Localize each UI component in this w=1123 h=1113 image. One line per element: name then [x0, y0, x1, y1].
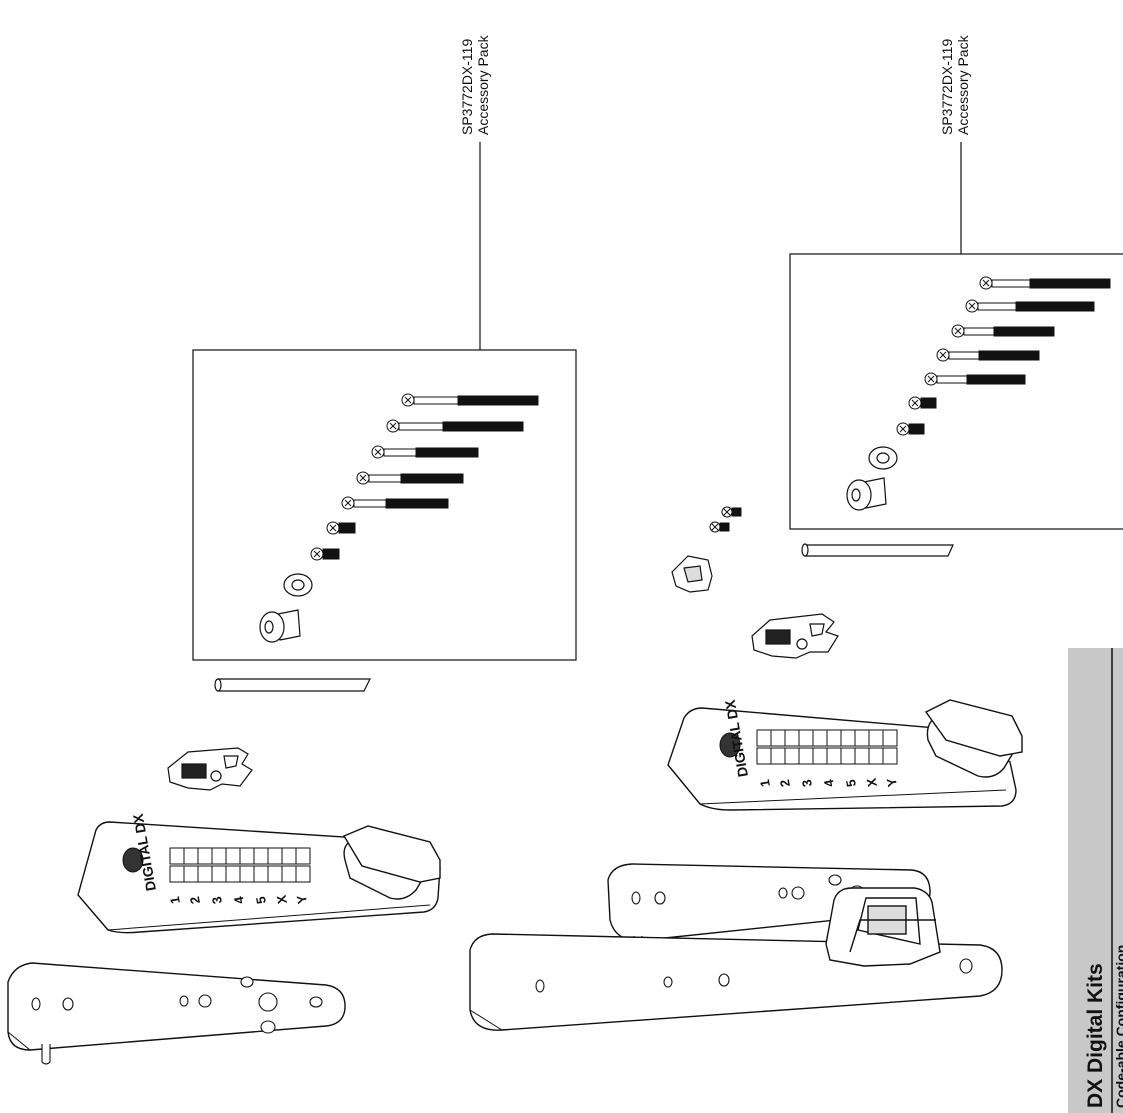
- svg-text:5: 5: [253, 895, 269, 905]
- svg-text:3: 3: [799, 778, 815, 788]
- washer-right: [868, 446, 898, 470]
- svg-text:Y: Y: [294, 894, 310, 905]
- accessory-pack-right-name: Accessory Pack: [955, 34, 971, 135]
- washer-left: [283, 573, 313, 597]
- keypad-key-labels-left: 1 2 3 4 5 X Y: [167, 894, 310, 905]
- bushing-right: [846, 477, 887, 511]
- svg-text:4: 4: [231, 895, 247, 905]
- knob-left: [342, 825, 441, 900]
- title-block: DX Digital Kits Code-able Configuration: [1068, 648, 1123, 1113]
- svg-text:5: 5: [843, 778, 859, 788]
- accessory-pack-right-part-number: SP3772DX-119: [939, 39, 955, 135]
- bushing-left: [259, 609, 301, 643]
- latch-clip-left: [167, 747, 253, 791]
- accessory-pack-left-name: Accessory Pack: [475, 34, 491, 135]
- accessory-pack-right-box: [789, 253, 1123, 530]
- spindle-pin-left: [214, 678, 371, 692]
- svg-text:4: 4: [821, 778, 837, 788]
- page-subtitle: Code-able Configuration: [1113, 945, 1123, 1108]
- spindle-pin-right: [801, 543, 954, 557]
- keypad-lock-left: DIGITAL DX 1 2 3 4 5 X Y: [77, 812, 441, 934]
- svg-text:Y: Y: [884, 777, 900, 788]
- svg-text:1: 1: [757, 778, 773, 788]
- short-screws-left: [310, 521, 356, 561]
- accessory-pack-left-part-number: SP3772DX-119: [459, 39, 475, 135]
- keypad-lock-right: DIGITAL DX 1 2 3 4 5 X Y: [667, 698, 1023, 811]
- back-plate-right: [469, 887, 1003, 1031]
- loose-screws-right: [709, 506, 742, 533]
- long-screws-right: [924, 276, 1111, 386]
- keypad-buttons-right: [756, 729, 898, 765]
- svg-text:X: X: [864, 777, 880, 788]
- page-title: DX Digital Kits: [1084, 963, 1107, 1108]
- keypad-key-labels-right: 1 2 3 4 5 X Y: [757, 777, 900, 788]
- short-screws-right: [896, 396, 937, 436]
- knob-adapter-right: [671, 555, 713, 593]
- svg-text:2: 2: [777, 778, 793, 788]
- accessory-pack-right-callout: SP3772DX-119 Accessory Pack: [939, 34, 971, 254]
- svg-text:3: 3: [209, 895, 225, 905]
- strike-housing-right: [825, 887, 941, 967]
- accessory-pack-left-box: [192, 349, 577, 661]
- keypad-buttons-left: [169, 847, 311, 883]
- latch-clip-right: [751, 613, 839, 659]
- svg-text:X: X: [274, 894, 290, 905]
- accessory-pack-left-callout: SP3772DX-119 Accessory Pack: [459, 34, 491, 350]
- svg-text:2: 2: [187, 895, 203, 905]
- back-plate-left: [7, 962, 346, 1065]
- svg-text:1: 1: [167, 895, 183, 905]
- knob-right: [924, 699, 1023, 778]
- long-screws-left: [341, 393, 539, 510]
- title-bar: [1068, 648, 1123, 1113]
